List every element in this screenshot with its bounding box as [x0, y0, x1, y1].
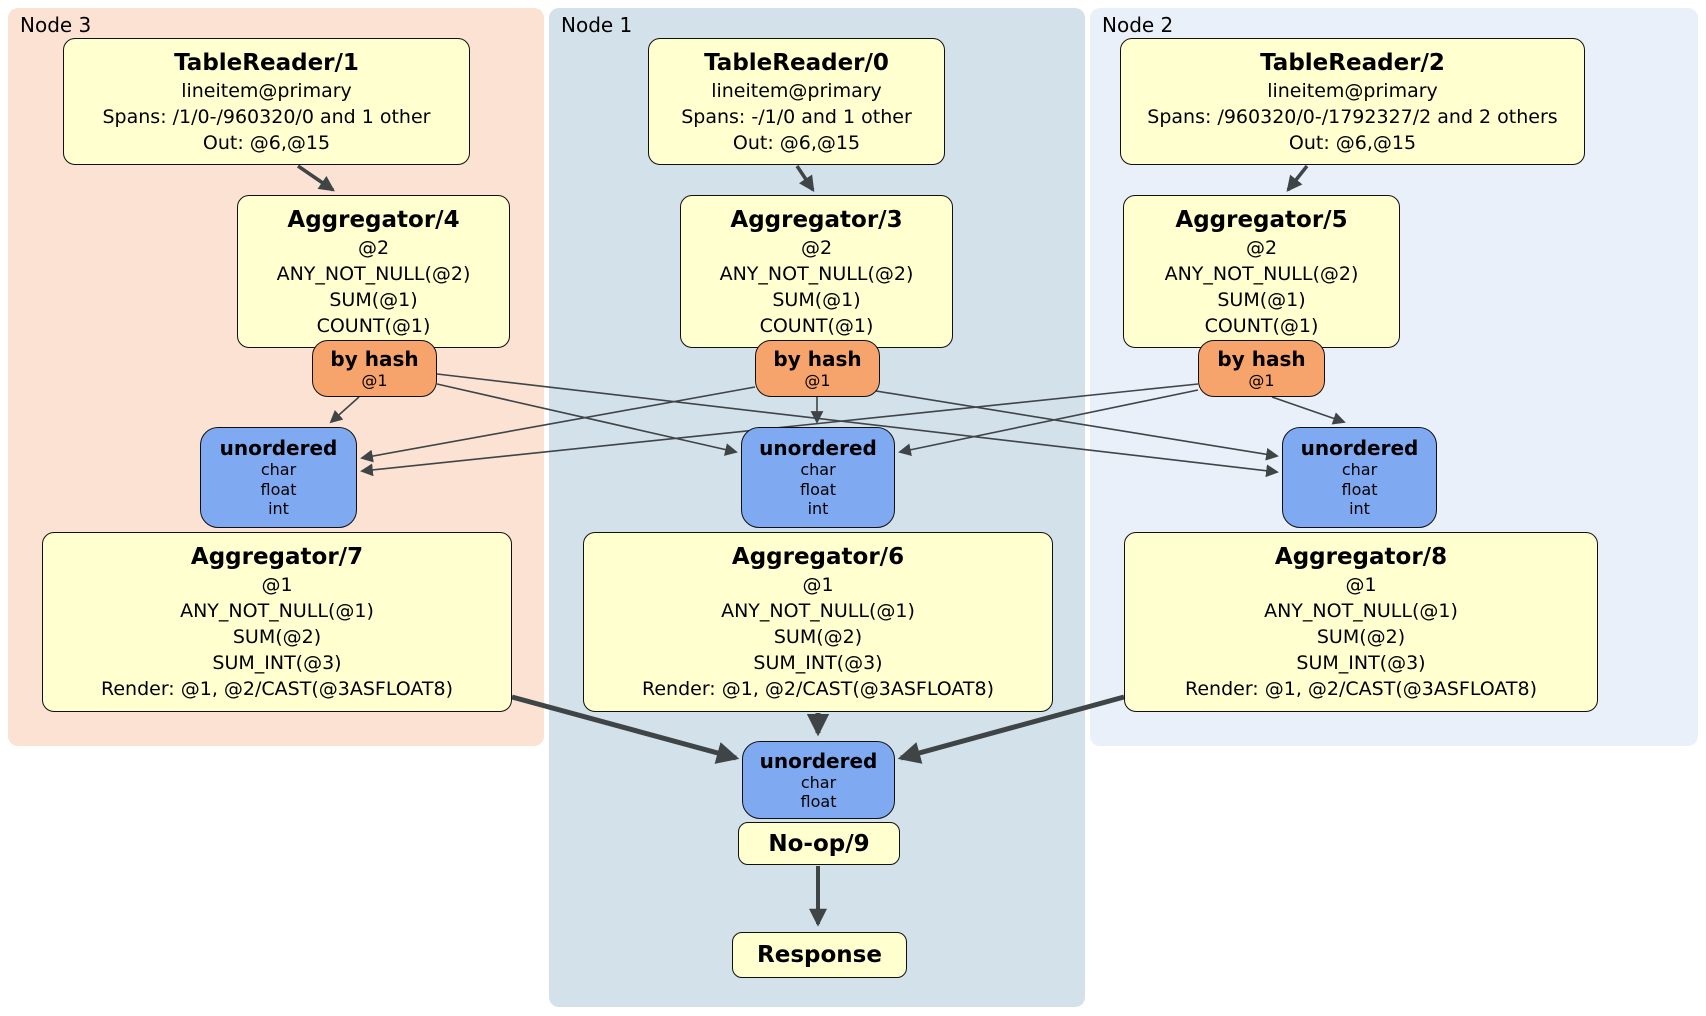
box-response: Response	[732, 932, 907, 978]
box-aggregator-8-title: Aggregator/8	[1274, 544, 1448, 570]
box-line: lineitem@primary	[1267, 79, 1438, 102]
box-tablereader-2: TableReader/2 lineitem@primary Spans: /9…	[1120, 38, 1585, 165]
box-line: @1	[261, 574, 293, 596]
router-column: @1	[1248, 370, 1275, 390]
sync-column: char	[1341, 460, 1378, 480]
box-line: SUM(@2)	[1316, 626, 1406, 648]
box-aggregator-7-title: Aggregator/7	[190, 544, 364, 570]
router-by-hash-node3-title: by hash	[330, 346, 419, 371]
router-column: @1	[361, 370, 388, 390]
box-line: Spans: /1/0-/960320/0 and 1 other	[102, 105, 431, 128]
box-line: ANY_NOT_NULL(@1)	[721, 600, 915, 622]
router-by-hash-node2-title: by hash	[1217, 346, 1306, 371]
box-line: Render: @1, @2/CAST(@3ASFLOAT8)	[1185, 678, 1537, 700]
sync-column: char	[800, 460, 836, 480]
sync-column: char	[800, 772, 837, 792]
sync-column: char	[260, 460, 297, 480]
box-tablereader-0: TableReader/0 lineitem@primary Spans: -/…	[648, 38, 945, 165]
box-tablereader-0-title: TableReader/0	[704, 49, 889, 76]
sync-column: int	[807, 499, 829, 519]
router-column: @1	[804, 370, 831, 390]
box-noop-9-title: No-op/9	[768, 830, 870, 857]
box-line: @2	[357, 236, 390, 259]
box-line: SUM_INT(@3)	[212, 652, 342, 674]
box-line: Out: @6,@15	[732, 131, 861, 154]
box-line: Render: @1, @2/CAST(@3ASFLOAT8)	[642, 678, 994, 700]
box-line: @2	[800, 236, 833, 259]
box-line: @1	[1345, 574, 1377, 596]
box-aggregator-8: Aggregator/8 @1 ANY_NOT_NULL(@1) SUM(@2)…	[1124, 532, 1598, 712]
box-line: Spans: -/1/0 and 1 other	[681, 105, 912, 128]
box-line: @1	[802, 574, 834, 596]
sync-column: int	[268, 499, 289, 519]
box-aggregator-3: Aggregator/3 @2 ANY_NOT_NULL(@2) SUM(@1)…	[680, 195, 953, 348]
box-line: ANY_NOT_NULL(@1)	[180, 600, 374, 622]
sync-unordered-node2: unordered char float int	[1282, 427, 1437, 528]
sync-column: float	[1341, 479, 1378, 499]
box-line: SUM(@2)	[232, 626, 322, 648]
box-tablereader-2-title: TableReader/2	[1260, 49, 1445, 76]
sync-unordered-node2-title: unordered	[1300, 436, 1419, 461]
router-by-hash-node2: by hash @1	[1198, 340, 1325, 397]
box-tablereader-1: TableReader/1 lineitem@primary Spans: /1…	[63, 38, 470, 165]
box-tablereader-1-title: TableReader/1	[174, 49, 359, 76]
box-line: COUNT(@1)	[316, 314, 431, 337]
box-line: lineitem@primary	[711, 79, 882, 102]
box-line: SUM(@1)	[1217, 288, 1306, 311]
box-line: ANY_NOT_NULL(@1)	[1264, 600, 1458, 622]
sync-unordered-node3-title: unordered	[219, 436, 338, 461]
panel-node1-label: Node 1	[561, 13, 633, 37]
box-line: lineitem@primary	[181, 79, 352, 102]
box-line: ANY_NOT_NULL(@2)	[719, 262, 914, 285]
sync-column: int	[1349, 499, 1370, 519]
box-line: COUNT(@1)	[1204, 314, 1319, 337]
router-by-hash-node1-title: by hash	[773, 346, 862, 371]
panel-node3-label: Node 3	[20, 13, 92, 37]
box-response-title: Response	[757, 942, 882, 968]
box-line: ANY_NOT_NULL(@2)	[276, 262, 471, 285]
box-aggregator-4: Aggregator/4 @2 ANY_NOT_NULL(@2) SUM(@1)…	[237, 195, 510, 348]
router-by-hash-node1: by hash @1	[755, 340, 880, 397]
box-aggregator-6: Aggregator/6 @1 ANY_NOT_NULL(@1) SUM(@2)…	[583, 532, 1053, 712]
sync-unordered-final: unordered char float	[742, 741, 895, 819]
sync-unordered-final-title: unordered	[759, 748, 878, 773]
router-by-hash-node3: by hash @1	[312, 340, 437, 397]
panel-node2-label: Node 2	[1102, 13, 1174, 37]
box-line: Out: @6,@15	[202, 131, 331, 154]
box-line: ANY_NOT_NULL(@2)	[1164, 262, 1359, 285]
box-aggregator-7: Aggregator/7 @1 ANY_NOT_NULL(@1) SUM(@2)…	[42, 532, 512, 712]
box-aggregator-5: Aggregator/5 @2 ANY_NOT_NULL(@2) SUM(@1)…	[1123, 195, 1400, 348]
box-aggregator-6-title: Aggregator/6	[731, 544, 905, 570]
box-line: Spans: /960320/0-/1792327/2 and 2 others	[1147, 105, 1558, 128]
box-aggregator-4-title: Aggregator/4	[287, 206, 460, 233]
sync-column: float	[800, 479, 836, 499]
box-line: Out: @6,@15	[1288, 131, 1417, 154]
sync-column: float	[260, 479, 297, 499]
box-line: @2	[1245, 236, 1278, 259]
box-line: SUM_INT(@3)	[1296, 652, 1426, 674]
box-line: COUNT(@1)	[759, 314, 874, 337]
sync-unordered-node1: unordered char float int	[741, 427, 895, 528]
box-noop-9: No-op/9	[738, 822, 900, 865]
box-line: SUM(@2)	[773, 626, 863, 648]
box-aggregator-5-title: Aggregator/5	[1175, 206, 1348, 233]
box-line: SUM(@1)	[329, 288, 418, 311]
sync-unordered-node1-title: unordered	[759, 436, 877, 461]
sync-unordered-node3: unordered char float int	[200, 427, 357, 528]
box-aggregator-3-title: Aggregator/3	[730, 206, 903, 233]
box-line: Render: @1, @2/CAST(@3ASFLOAT8)	[101, 678, 453, 700]
sync-column: float	[800, 792, 837, 811]
box-line: SUM_INT(@3)	[753, 652, 883, 674]
box-line: SUM(@1)	[772, 288, 861, 311]
